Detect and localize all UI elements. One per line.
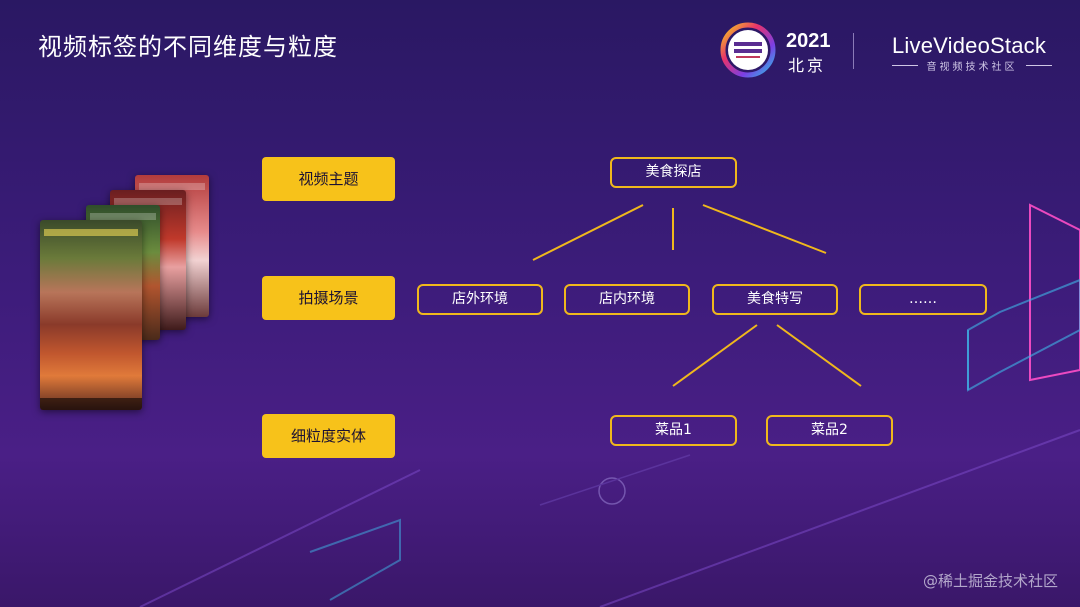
- node-level2-outside: 店外环境: [417, 284, 543, 315]
- node-root: 美食探店: [610, 157, 737, 188]
- brand-subtitle: 音视频技术社区: [892, 58, 1052, 73]
- category-video-topic: 视频主题: [262, 157, 395, 201]
- logo-divider: [853, 33, 854, 69]
- category-fine-grained-entity: 细粒度实体: [262, 414, 395, 458]
- connector-l2-1: [672, 324, 758, 387]
- connector-root-1: [532, 204, 644, 261]
- video-thumbnail-1: [40, 220, 142, 410]
- slide-title: 视频标签的不同维度与粒度: [38, 33, 338, 61]
- connector-root-3: [702, 204, 827, 254]
- category-shooting-scene: 拍摄场景: [262, 276, 395, 320]
- watermark: @稀土掘金技术社区: [922, 572, 1058, 590]
- node-level2-inside: 店内环境: [564, 284, 690, 315]
- brand-name: LiveVideoStack: [892, 33, 1047, 58]
- conference-logo: [720, 22, 776, 78]
- node-level2-closeup: 美食特写: [712, 284, 838, 315]
- node-level3-dish1: 菜品1: [610, 415, 737, 446]
- logo-year: 2021: [786, 30, 831, 52]
- node-level2-more: ……: [859, 284, 987, 315]
- logo-city: 北京: [788, 56, 827, 75]
- node-level3-dish2: 菜品2: [766, 415, 893, 446]
- connector-l2-2: [776, 324, 862, 387]
